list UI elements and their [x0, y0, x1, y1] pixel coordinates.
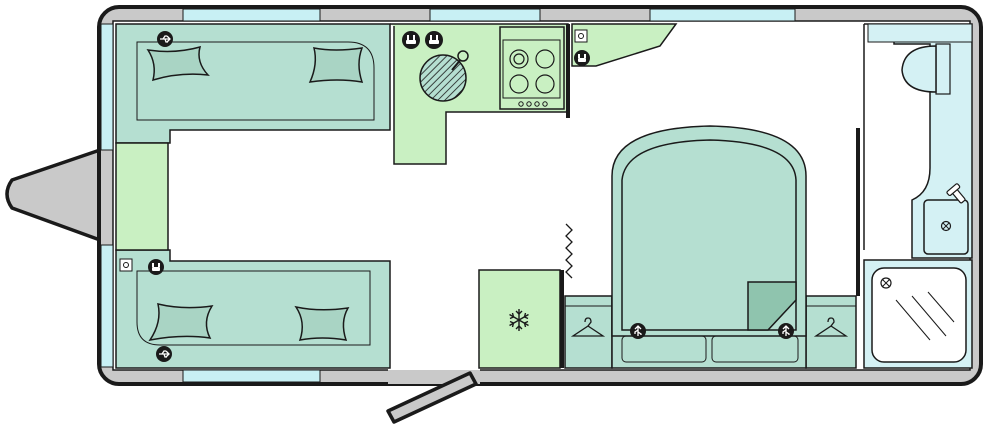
- corner-unit: [571, 23, 678, 67]
- cushion: [294, 305, 350, 341]
- washroom: [863, 23, 973, 369]
- front-lounge: [115, 23, 391, 369]
- sink-icon: [923, 199, 969, 255]
- usb-icon: [778, 323, 794, 339]
- toilet-icon: [901, 43, 951, 95]
- tv-socket-icon: [119, 258, 133, 272]
- window-front-bottom: [100, 244, 114, 368]
- plug-icon: [425, 31, 443, 49]
- plug-icon: [402, 31, 420, 49]
- snowflake-icon: [509, 309, 529, 331]
- tv-socket-icon: [574, 29, 588, 43]
- front-chest: [115, 142, 169, 251]
- cushion: [146, 45, 210, 82]
- windows: [100, 8, 796, 383]
- window-bottom-lounge: [182, 369, 321, 383]
- wardrobe: [805, 295, 857, 369]
- wardrobe: [564, 295, 613, 369]
- usb-icon: [157, 31, 173, 47]
- drawbar: [5, 148, 102, 242]
- island-bed: [611, 125, 807, 369]
- shower-icon[interactable]: [863, 259, 973, 369]
- usb-icon: [156, 346, 172, 362]
- coat-hanger-icon: [813, 317, 849, 337]
- cushion: [308, 47, 364, 83]
- window-top-bedroom: [649, 8, 796, 22]
- washroom-partition: [856, 24, 865, 296]
- window-front-top: [100, 23, 114, 151]
- entrance-door[interactable]: [386, 368, 480, 424]
- coat-hanger-icon: [570, 317, 606, 337]
- fridge: [478, 223, 573, 369]
- sink-icon: [419, 50, 469, 102]
- usb-icon: [630, 323, 646, 339]
- window-top-lounge: [182, 8, 321, 22]
- kitchen: [390, 23, 570, 165]
- plug-icon: [148, 259, 164, 275]
- window-top-kitchen: [429, 8, 541, 22]
- cushion: [148, 302, 214, 342]
- tap-icon: [946, 183, 966, 204]
- plug-icon: [574, 50, 590, 66]
- gas-hob-icon: [499, 26, 565, 110]
